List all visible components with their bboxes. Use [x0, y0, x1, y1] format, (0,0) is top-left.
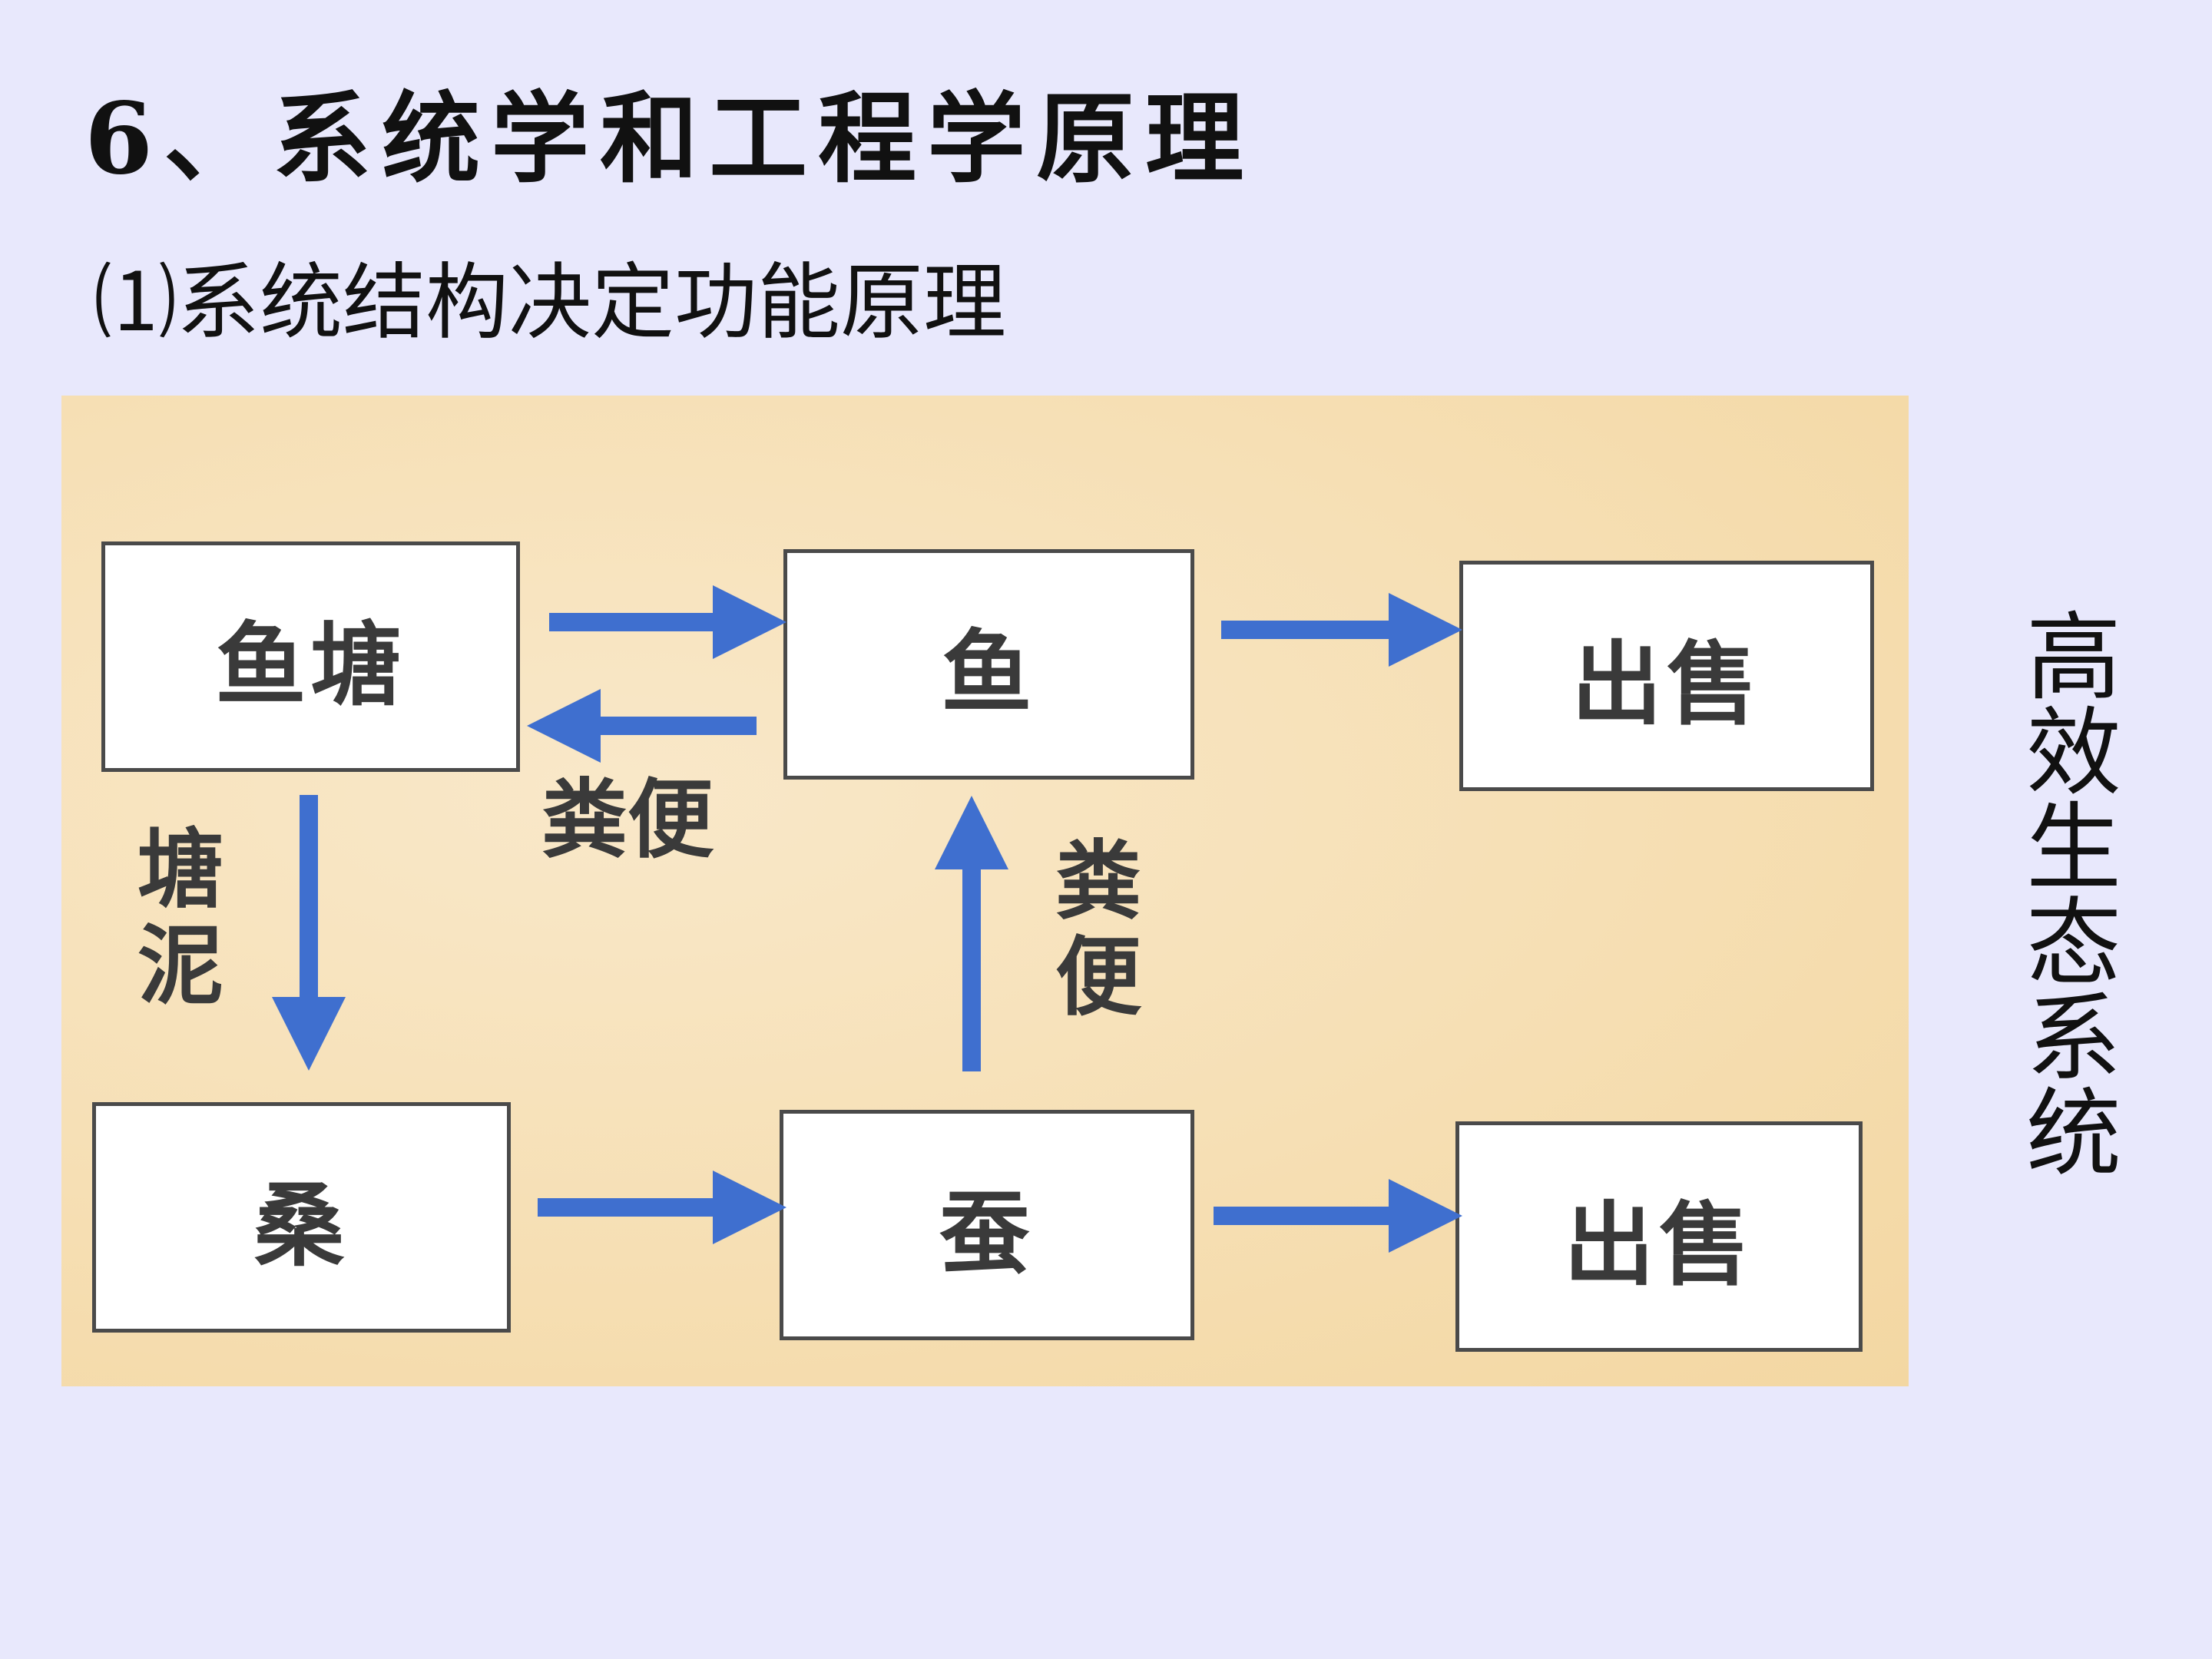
node-fish-pond: 鱼塘 — [101, 541, 520, 772]
diagram-arrows — [272, 585, 1462, 1253]
node-fish: 鱼 — [783, 549, 1194, 780]
slide-subheading: ⑴系统结构决定功能原理 — [94, 255, 1007, 351]
label-fish-to-pond: 粪便 — [541, 770, 714, 870]
slide-heading: 6、系统学和工程学原理 — [84, 81, 1255, 197]
label-pond-to-mulberry: 塘泥 — [137, 820, 224, 1017]
node-mulberry: 桑 — [92, 1102, 511, 1333]
node-sale-top: 出售 — [1459, 561, 1874, 791]
ecosystem-diagram: 鱼塘 鱼 出售 桑 蚕 出售 粪便 塘泥 粪便 — [61, 396, 1909, 1386]
label-silkworm-to-fish: 粪便 — [1055, 831, 1141, 1028]
side-title-vertical: 高效生态系统 — [2025, 603, 2121, 1190]
node-silkworm: 蚕 — [780, 1110, 1194, 1340]
